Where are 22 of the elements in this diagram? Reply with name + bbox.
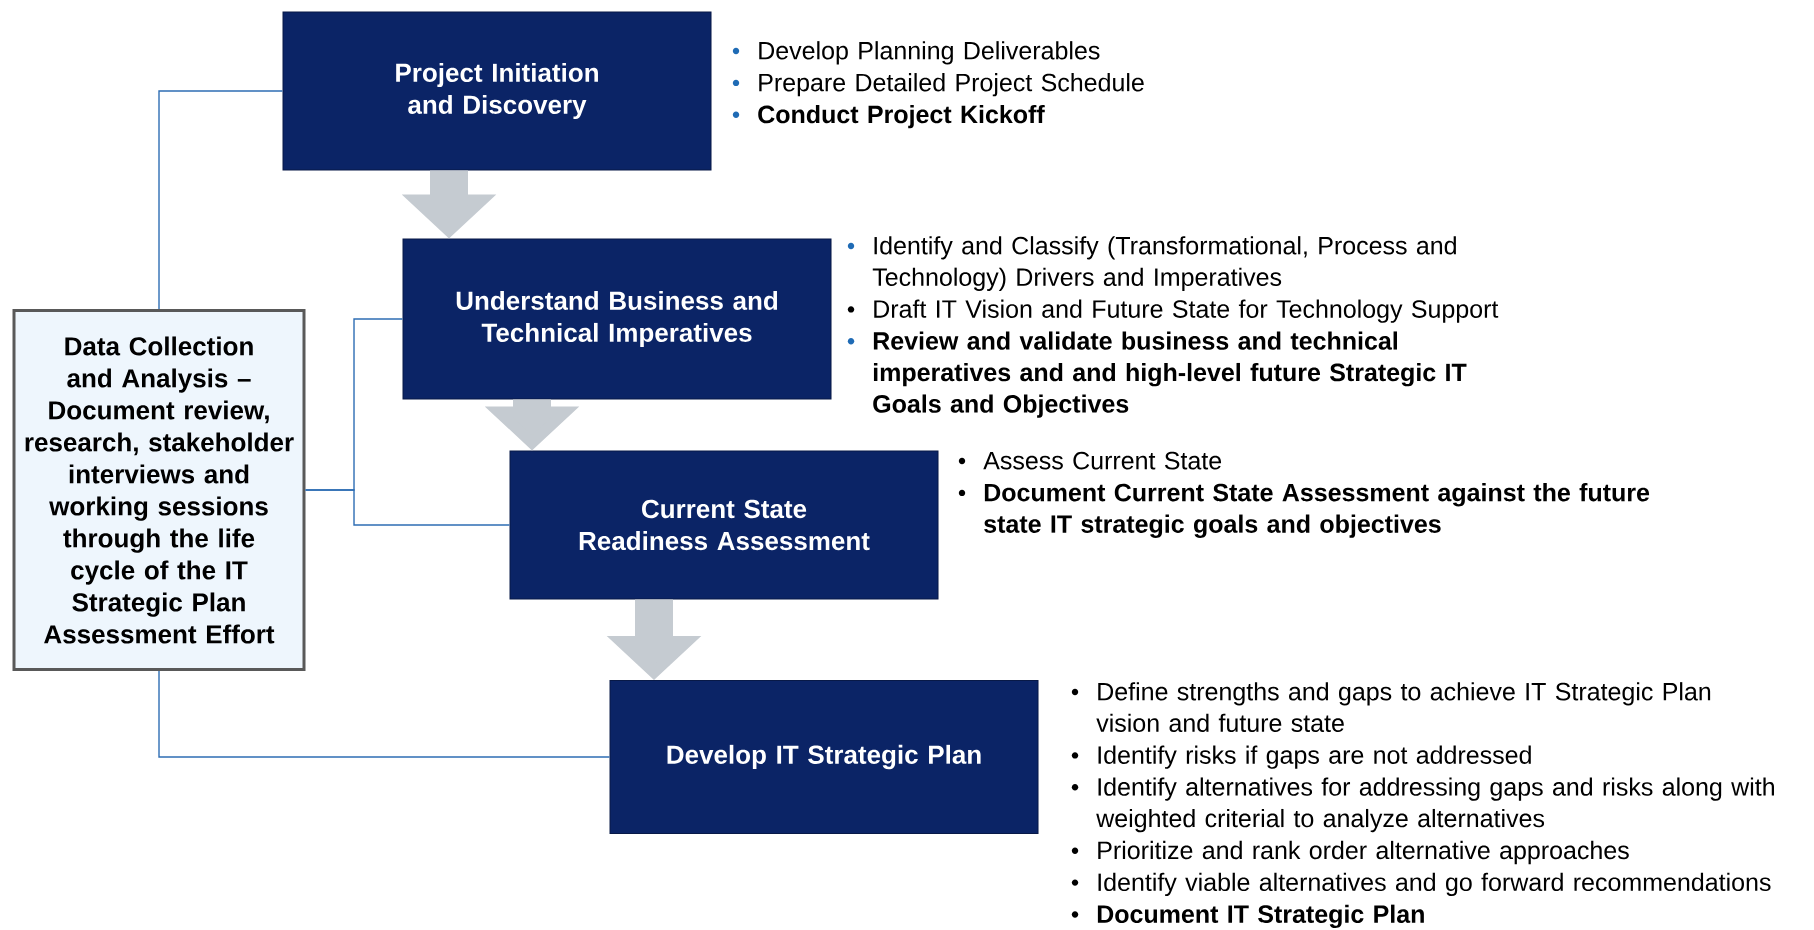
bullet-item: Define strengths and gaps to achieve IT Strategic Plan vision and future state xyxy=(1071,682,1711,732)
connector-line xyxy=(304,489,511,526)
bullet-item: Assess Current State xyxy=(958,451,1222,470)
connector-line xyxy=(158,670,611,758)
connector-line xyxy=(158,90,284,310)
bullet-item: Identify viable alternatives and go forward recommendations xyxy=(1071,872,1771,897)
bullet-item: Identify alternatives for addressing gaps and risks along with weighted criterial to analyze alternatives xyxy=(1071,777,1774,833)
process-box: Understand Business and Technical Imperatives xyxy=(402,238,832,400)
bullet-item: Prioritize and rank order alternative approaches xyxy=(1071,840,1629,865)
process-box: Project Initiation and Discovery xyxy=(282,11,712,171)
bullet-item: Prepare Detailed Project Schedule xyxy=(732,73,1144,97)
bullet-item: Develop Planning Deliverables xyxy=(732,41,1100,65)
bullet-item: Conduct Project Kickoff xyxy=(732,104,1045,129)
bullet-item: Identify and Classify (Transformational, Process and Technology) Drivers and Imperatives xyxy=(847,236,1456,291)
bullet-item: Identify risks if gaps are not addressed xyxy=(1071,745,1531,769)
process-box: Develop IT Strategic Plan xyxy=(609,680,1039,834)
bullet-item: Draft IT Vision and Future State for Technology Support xyxy=(847,299,1499,323)
process-box: Current State Readiness Assessment xyxy=(509,450,939,600)
bullet-item: Document Current State Assessment against the future state IT strategic goals and objectives xyxy=(958,483,1650,538)
note-box: Data Collection and Analysis – Document review, research, stakeholder interviews and working sessions through the life cycle of the IT Strategic Plan Assessment Effort xyxy=(12,309,306,671)
bullet-item: Review and validate business and technical imperatives and and high-level future Strategic IT Goals and Objectives xyxy=(847,331,1467,418)
bullet-item: Document IT Strategic Plan xyxy=(1071,904,1424,929)
